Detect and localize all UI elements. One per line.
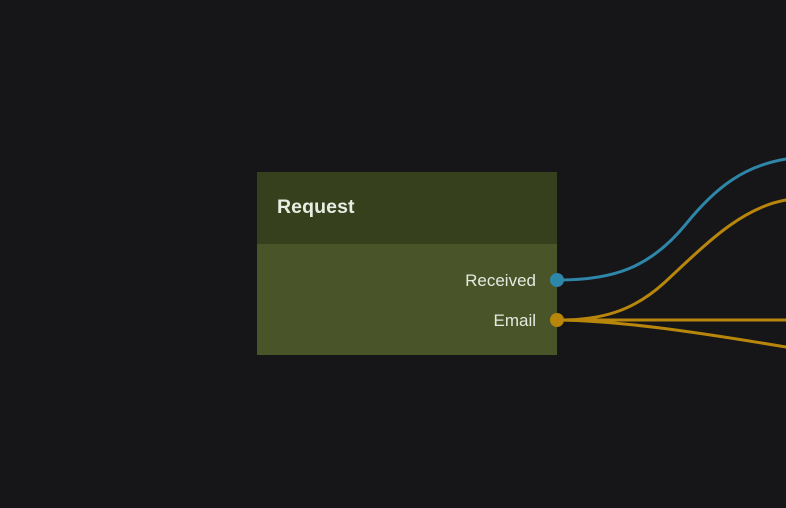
output-port-label-email: Email <box>493 310 536 330</box>
edge-received-1[interactable] <box>557 157 786 282</box>
output-port-row-received[interactable]: Received <box>465 269 564 291</box>
node-body: Received Email <box>257 244 564 355</box>
edge-group <box>557 157 786 349</box>
output-port-email[interactable] <box>550 313 564 327</box>
output-port-row-email[interactable]: Email <box>493 309 564 331</box>
edge-email-1[interactable] <box>557 198 786 322</box>
node-request[interactable]: Request Received Email <box>257 172 564 355</box>
node-title: Request <box>277 196 355 219</box>
node-header[interactable]: Request <box>257 172 557 244</box>
edge-email-3[interactable] <box>557 318 786 349</box>
output-port-label-received: Received <box>465 270 536 290</box>
output-port-received[interactable] <box>550 273 564 287</box>
